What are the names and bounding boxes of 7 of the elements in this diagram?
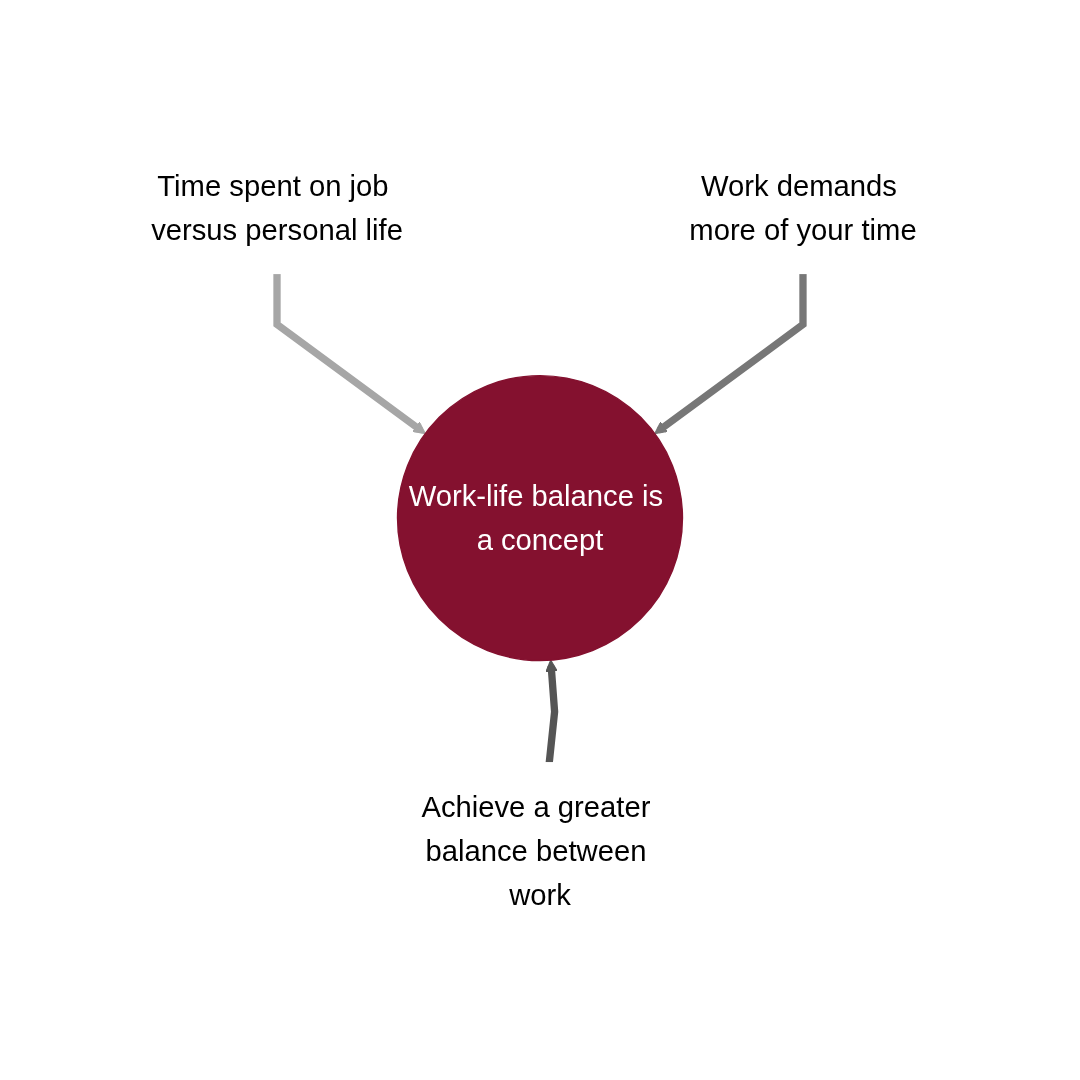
- arrow: [273, 273, 426, 435]
- node-text: Work demands more of your time: [689, 169, 917, 246]
- arrow: [654, 273, 807, 435]
- arrow: [545, 659, 559, 764]
- node-text: Achieve a greater balance between work: [421, 790, 651, 911]
- node-text: Time spent on job versus personal life: [151, 169, 403, 246]
- node-circle: Work-life balance is a concept: [396, 374, 684, 662]
